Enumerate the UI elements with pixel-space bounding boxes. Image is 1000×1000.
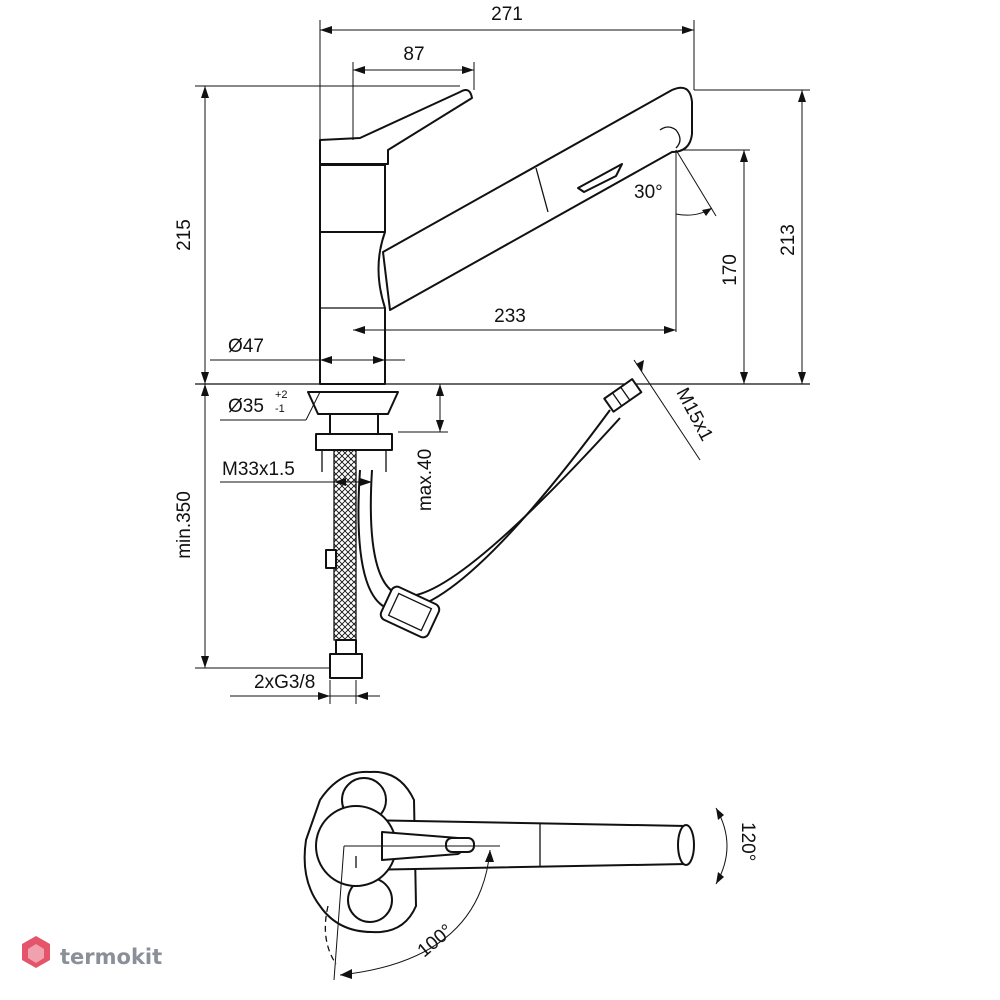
dim-spray-angle: 30° (634, 182, 663, 203)
brand-logo: termokit (22, 936, 162, 969)
lever-alt-position (324, 905, 337, 965)
mounting-washer (315, 433, 393, 451)
dim-min-hose: min.350 (174, 491, 195, 559)
mounting-nut (329, 413, 379, 435)
brand-hex-icon (22, 936, 50, 968)
dim-lever-reach: 87 (403, 44, 424, 65)
top-spray-head (677, 824, 695, 866)
dim-hole-diameter: Ø35 (228, 396, 264, 417)
spray-button (577, 163, 623, 193)
dim-spout-reach: 233 (494, 306, 526, 327)
faucet-body (319, 164, 386, 233)
pullout-hose (357, 409, 611, 612)
spray-head-joint (535, 167, 549, 213)
dim-hole-tol-plus: +2 (275, 389, 288, 401)
hose-clip (325, 549, 337, 569)
lever (319, 89, 473, 165)
dim-height-right: 213 (778, 224, 799, 256)
dim-thread: M33x1.5 (222, 459, 295, 480)
base-plate (307, 391, 399, 415)
top-view: 100° 120° (303, 770, 758, 981)
dim-height-left: 215 (174, 219, 195, 251)
brand-name: termokit (60, 945, 162, 969)
dim-total-length: 271 (491, 4, 523, 25)
dim-spout-height: 170 (720, 254, 741, 286)
hose-weight (379, 585, 441, 639)
dim-hose-thread: M15x1 (672, 384, 717, 444)
hose-fitting (335, 639, 357, 655)
dim-swivel-angle: 120° (737, 822, 758, 861)
dim-hole-tol-minus: -1 (275, 403, 285, 415)
side-view: 271 87 215 213 170 30° 233 (174, 4, 810, 704)
dim-base-diameter: Ø47 (228, 336, 264, 357)
dim-connection: 2xG3/8 (254, 672, 315, 693)
hose-connector (603, 378, 643, 413)
spray-nozzle (659, 126, 681, 149)
dim-max-thickness: max.40 (415, 449, 436, 511)
top-lever-tip (445, 837, 475, 853)
dim-lever-angle: 100° (414, 920, 458, 961)
hose-nut (329, 653, 363, 679)
